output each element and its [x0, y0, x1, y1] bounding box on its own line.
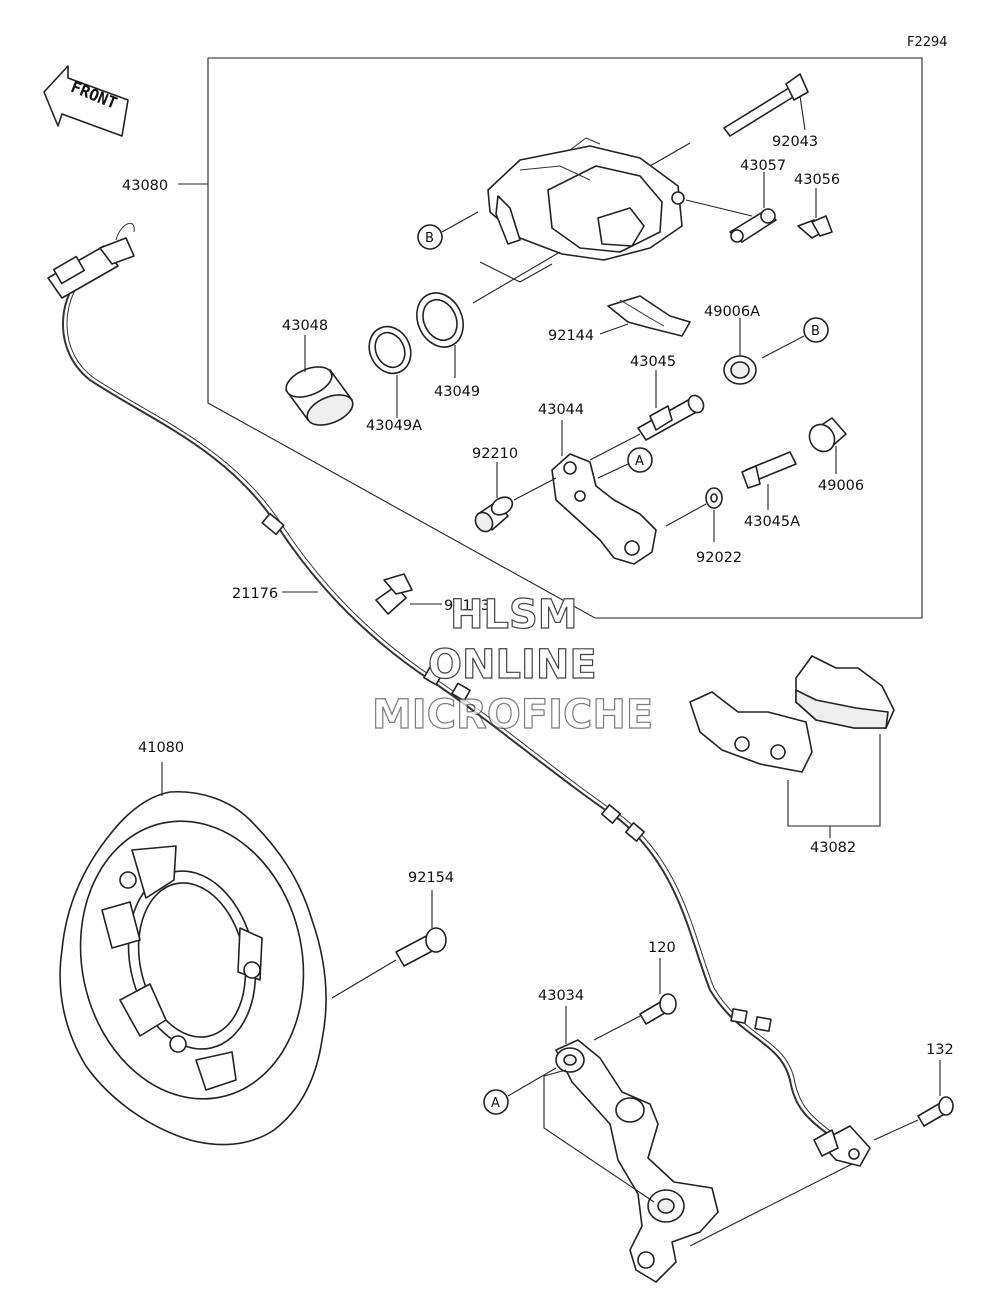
- ref-marker-b-upper: [417, 224, 443, 250]
- bleeder-valve-43056: [797, 188, 833, 239]
- label-43044: 43044: [538, 402, 584, 418]
- label-92022: 92022: [696, 550, 742, 566]
- ref-marker-a-upper: [627, 447, 653, 473]
- spring-92144: [599, 295, 691, 337]
- watermark-line2: ONLINE: [428, 642, 597, 688]
- caliper-assembly-box: [207, 57, 923, 619]
- label-43048: 43048: [282, 318, 328, 334]
- label-120: 120: [648, 940, 676, 956]
- sleeve-92210: [474, 462, 557, 533]
- ref-marker-a-lower-label: A: [491, 1096, 500, 1111]
- label-43057: 43057: [740, 158, 786, 174]
- pin-43045: [589, 370, 705, 461]
- label-92043: 92043: [772, 134, 818, 150]
- label-92173: 92173: [444, 598, 490, 614]
- label-43045A: 43045A: [744, 514, 800, 530]
- front-arrow-icon: FRONT: [43, 65, 129, 137]
- ref-marker-a-upper-label: A: [635, 454, 644, 469]
- label-41080: 41080: [138, 740, 184, 756]
- label-43049: 43049: [434, 384, 480, 400]
- abs-sensor: [813, 1125, 871, 1167]
- watermark-line3: MICROFICHE: [372, 692, 653, 738]
- ref-marker-b-right: [803, 317, 829, 343]
- wire-connector: [47, 222, 135, 299]
- watermark-line1: HLSM: [450, 592, 578, 638]
- label-43056: 43056: [794, 172, 840, 188]
- label-92210: 92210: [472, 446, 518, 462]
- boot-49006: [808, 417, 847, 474]
- bracket-43034: [543, 1006, 719, 1283]
- label-49006: 49006: [818, 478, 864, 494]
- pin-43045A: [741, 451, 797, 510]
- pin-92043: [649, 73, 809, 167]
- brake-disc-41080: [59, 762, 327, 1146]
- label-21176: 21176: [232, 586, 278, 602]
- brake-pads-43082: [689, 655, 895, 838]
- label-43049A: 43049A: [366, 418, 422, 434]
- figure-code: F2294: [907, 35, 948, 50]
- label-49006A: 49006A: [704, 304, 760, 320]
- seal-43049: [416, 292, 464, 378]
- ref-marker-b-right-label: B: [811, 324, 820, 339]
- label-92144: 92144: [548, 328, 594, 344]
- bolt-132: [689, 1060, 954, 1247]
- bleeder-cap-43057: [729, 172, 777, 243]
- bolt-92154: [331, 890, 447, 999]
- label-43080: 43080: [122, 178, 168, 194]
- label-92154: 92154: [408, 870, 454, 886]
- ref-marker-a-lower: [483, 1089, 509, 1115]
- bolt-120: [593, 958, 677, 1041]
- clamp-92173: [375, 573, 442, 615]
- bracket-43044: [551, 420, 657, 565]
- label-43034: 43034: [538, 988, 584, 1004]
- boot-49006A: [723, 318, 757, 385]
- label-43082: 43082: [810, 840, 856, 856]
- abs-sensor-wire-21176: [62, 279, 835, 1137]
- ref-marker-b-upper-label: B: [425, 231, 434, 246]
- piston-43048: [285, 335, 354, 426]
- label-132: 132: [926, 1042, 954, 1058]
- label-43045: 43045: [630, 354, 676, 370]
- seal-43049A: [368, 325, 412, 418]
- caliper-body: [472, 137, 753, 304]
- washer-92022: [665, 487, 723, 542]
